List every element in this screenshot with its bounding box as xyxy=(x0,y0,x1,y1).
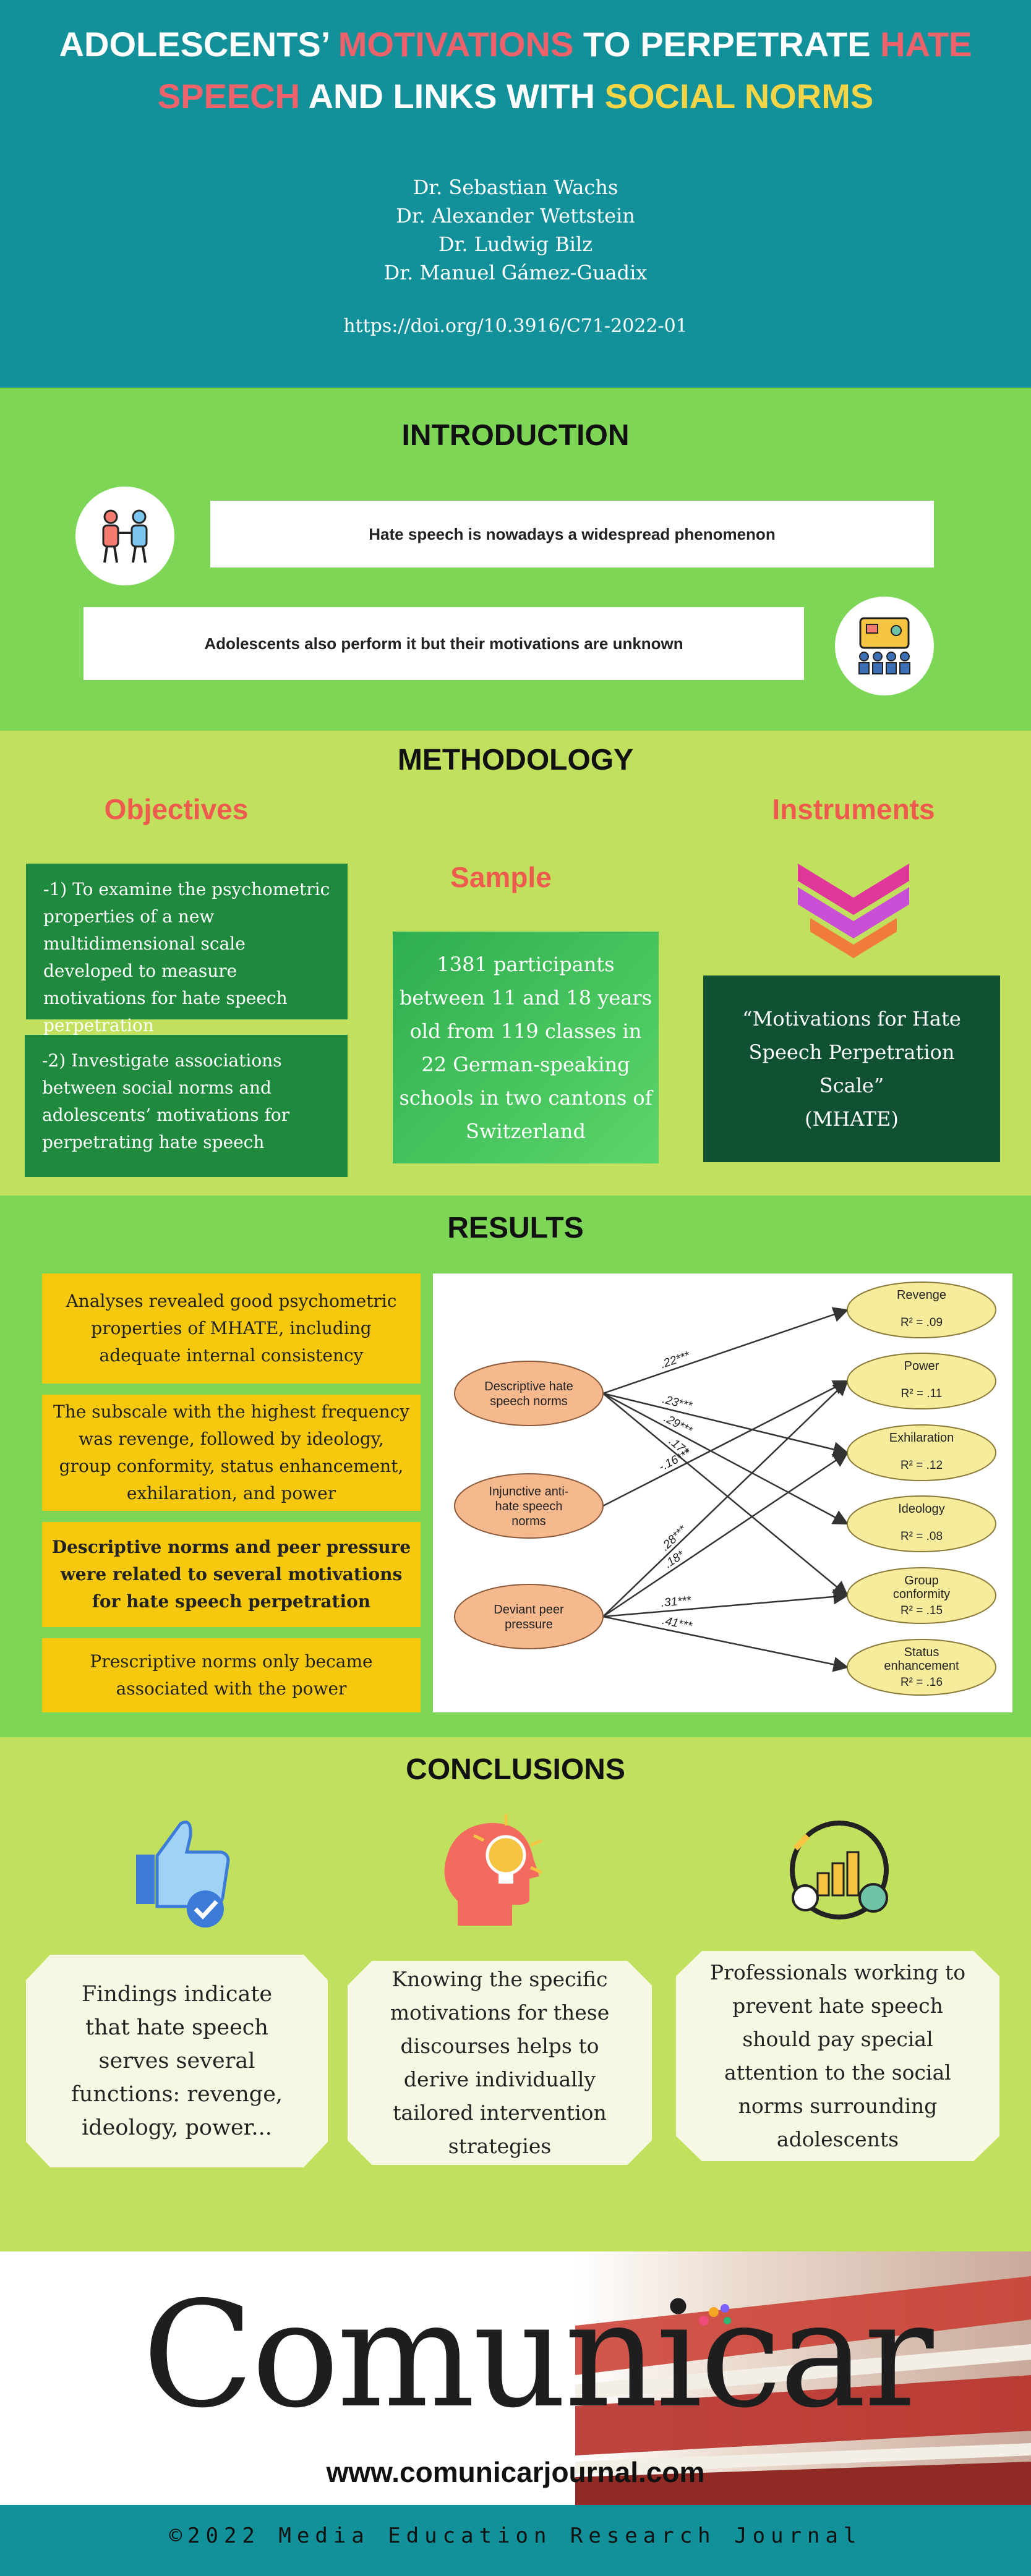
path-diagram: .22***.23***.29***.17*-.16***.28***.18*.… xyxy=(433,1273,1012,1712)
results-section: RESULTS Analyses revealed good psychomet… xyxy=(0,1196,1031,1737)
author: Dr. Ludwig Bilz xyxy=(438,232,593,256)
header-section: ADOLESCENTS’ MOTIVATIONS TO PERPETRATE H… xyxy=(0,0,1031,388)
instrument-box: “Motivations for Hate Speech Perpetratio… xyxy=(703,976,1000,1162)
methodology-section: METHODOLOGY Objectives -1) To examine th… xyxy=(0,731,1031,1196)
objective-2: -2) Investigate associations between soc… xyxy=(25,1035,348,1177)
instrument-name: “Motivations for Hate Speech Perpetratio… xyxy=(742,1007,961,1097)
thumbs-up-icon xyxy=(131,1811,236,1938)
r-squared-label: R² = .15 xyxy=(901,1604,943,1617)
finding-2: The subscale with the highest frequency … xyxy=(42,1395,421,1511)
r-squared-label: R² = .12 xyxy=(901,1459,943,1472)
outcome-label: Exhilaration xyxy=(889,1431,954,1445)
title-part: TO PERPETRATE xyxy=(573,25,881,64)
doi-link[interactable]: https://doi.org/10.3916/C71-2022-01 xyxy=(343,315,688,337)
path-arrow xyxy=(602,1393,849,1597)
books-image xyxy=(575,2251,1031,2505)
outcome-label: Group xyxy=(904,1574,939,1588)
r-squared-label: R² = .16 xyxy=(901,1676,943,1689)
path-coefficient: .31*** xyxy=(661,1594,692,1610)
path-arrow xyxy=(602,1392,849,1525)
growth-idea-icon xyxy=(781,1811,898,1932)
outcome-node xyxy=(847,1495,996,1552)
author: Dr. Manuel Gámez-Guadix xyxy=(383,261,648,284)
instrument-abbreviation: (MHATE) xyxy=(805,1107,899,1131)
predictor-node xyxy=(454,1473,604,1539)
outcome-node xyxy=(847,1567,996,1624)
predictor-label: norms xyxy=(511,1515,546,1528)
logo-dots-icon xyxy=(698,2302,735,2330)
r-squared-label: R² = .09 xyxy=(901,1316,943,1329)
finding-1: Analyses revealed good psychometric prop… xyxy=(42,1273,421,1384)
outcome-label: Power xyxy=(904,1359,939,1373)
finding-4: Prescriptive norms only became associate… xyxy=(42,1638,421,1712)
title-part: ADOLESCENTS’ xyxy=(59,25,338,64)
conclusion-3: Professionals working to prevent hate sp… xyxy=(676,1951,999,2161)
outcome-label: Revenge xyxy=(897,1288,946,1302)
footer: ©2022 Media Education Research Journal xyxy=(0,2505,1031,2576)
comunicar-logo: Comunicar xyxy=(142,2270,934,2440)
outcome-node xyxy=(847,1282,996,1338)
predictor-label: hate speech xyxy=(495,1500,563,1513)
outcome-label: Status xyxy=(904,1646,939,1659)
path-arrow xyxy=(602,1307,849,1395)
path-coefficient: .23*** xyxy=(661,1393,694,1413)
predictor-node xyxy=(454,1584,604,1649)
instruments-heading: Instruments xyxy=(772,793,935,825)
path-arrow xyxy=(602,1452,849,1618)
finding-3: Descriptive norms and peer pressure were… xyxy=(42,1522,421,1627)
copyright-text: ©2022 Media Education Research Journal xyxy=(169,2523,862,2548)
path-diagram-svg: .22***.23***.29***.17*-.16***.28***.18*.… xyxy=(454,1282,996,1696)
predictor-label: Deviant peer xyxy=(494,1603,564,1617)
brand-section: Comunicar www.comunicarjournal.com xyxy=(0,2251,1031,2505)
predictor-label: Injunctive anti- xyxy=(489,1485,569,1498)
chevron-down-icon xyxy=(795,864,912,966)
outcome-node xyxy=(847,1424,996,1481)
predictor-node xyxy=(454,1361,604,1426)
objectives-heading: Objectives xyxy=(104,793,249,825)
results-heading: RESULTS xyxy=(447,1212,584,1244)
introduction-heading: INTRODUCTION xyxy=(401,419,630,452)
title-highlight-social-norms: SOCIAL NORMS xyxy=(604,77,874,116)
title-highlight-motivations: MOTIVATIONS xyxy=(338,25,574,64)
intro-point-1: Hate speech is nowadays a widespread phe… xyxy=(210,501,934,567)
predictor-label: speech norms xyxy=(490,1395,568,1408)
poster-title: ADOLESCENTS’ MOTIVATIONS TO PERPETRATE H… xyxy=(25,19,1006,122)
intro-point-2: Adolescents also perform it but their mo… xyxy=(83,607,804,680)
author: Dr. Alexander Wettstein xyxy=(396,204,635,227)
people-icon xyxy=(75,487,174,585)
r-squared-label: R² = .11 xyxy=(901,1387,943,1400)
journal-url[interactable]: www.comunicarjournal.com xyxy=(326,2456,705,2488)
path-arrow xyxy=(602,1392,849,1457)
objective-1: -1) To examine the psychometric properti… xyxy=(26,864,348,1035)
conclusion-1: Findings indicate that hate speech serve… xyxy=(26,1955,328,2167)
outcome-label: enhancement xyxy=(884,1659,959,1673)
path-arrow xyxy=(602,1615,849,1672)
conclusions-section: CONCLUSIONS Findings indicate that hate … xyxy=(0,1737,1031,2251)
outcome-node xyxy=(847,1639,996,1696)
title-highlight-hate-speech: HATE SPEECH xyxy=(157,25,972,116)
author-list: Dr. Sebastian Wachs Dr. Alexander Wettst… xyxy=(0,173,1031,287)
outcome-node xyxy=(847,1353,996,1409)
methodology-heading: METHODOLOGY xyxy=(397,744,634,776)
introduction-section: INTRODUCTION Hate speech is nowadays a w… xyxy=(0,388,1031,731)
conclusions-heading: CONCLUSIONS xyxy=(406,1753,625,1786)
predictor-label: pressure xyxy=(505,1618,553,1631)
idea-head-icon xyxy=(433,1808,557,1935)
author: Dr. Sebastian Wachs xyxy=(413,176,618,199)
sample-heading: Sample xyxy=(450,861,552,893)
outcome-label: Ideology xyxy=(898,1502,945,1516)
r-squared-label: R² = .08 xyxy=(901,1530,943,1543)
conclusion-2: Knowing the specific motivations for the… xyxy=(348,1961,652,2165)
predictor-label: Descriptive hate xyxy=(484,1380,573,1393)
path-arrow xyxy=(602,1380,849,1617)
sample-box: 1381 participants between 11 and 18 year… xyxy=(393,932,659,1163)
audience-icon xyxy=(835,597,934,695)
path-arrow xyxy=(602,1589,849,1618)
outcome-label: conformity xyxy=(893,1588,950,1601)
title-part: AND LINKS WITH xyxy=(300,77,605,116)
path-arrow xyxy=(602,1380,849,1507)
